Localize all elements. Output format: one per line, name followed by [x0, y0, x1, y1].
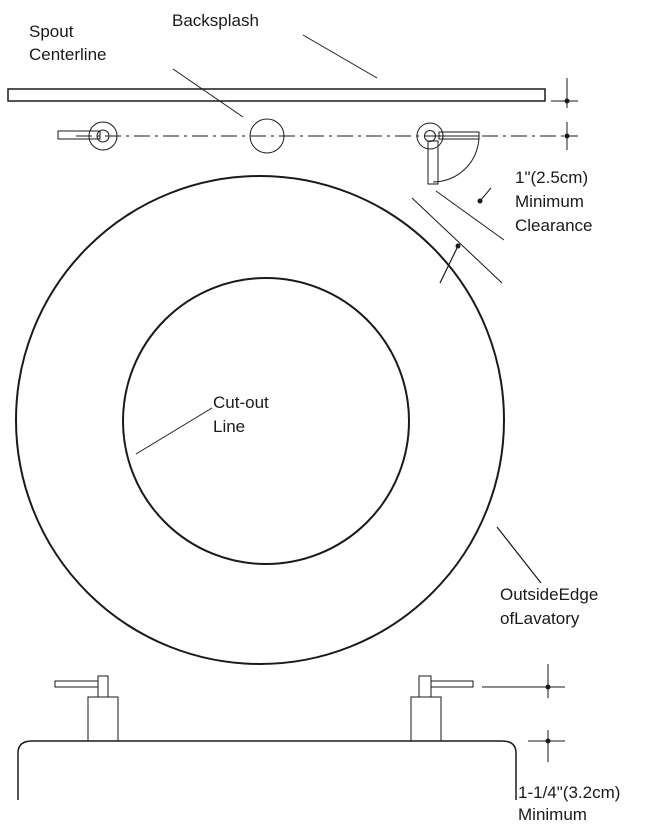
cutout-label-line2: Line [213, 417, 245, 436]
spout-label-line2: Centerline [29, 45, 107, 64]
backsplash-leader [302, 34, 378, 79]
outside-edge-leader [496, 526, 542, 584]
cutout-leader [135, 407, 213, 455]
right-handle-elevation [410, 675, 474, 742]
cutout-line-circle [122, 277, 410, 565]
cutout-label-line1: Cut-out [213, 393, 269, 412]
spout-top-view [249, 118, 285, 154]
lavatory-outside-edge [15, 175, 505, 665]
backsplash-label: Backsplash [172, 11, 259, 30]
right-handle-top-view [416, 122, 480, 185]
spout-dimension-dot [564, 133, 570, 139]
spout-label-line1: Spout [29, 22, 74, 41]
outside-edge-label-line1: OutsideEdge [500, 585, 598, 604]
clearance-label-line3: Clearance [515, 216, 593, 235]
backsplash [7, 88, 546, 102]
clearance-dimension [411, 187, 505, 284]
backsplash-dimension-dot [564, 98, 570, 104]
height-dimension [482, 664, 565, 762]
clearance-label-line1: 1"(2.5cm) [515, 168, 588, 187]
spout-leader [172, 68, 244, 118]
clearance-label-line2: Minimum [515, 192, 584, 211]
countertop-elevation [17, 740, 517, 800]
height-label-line1: 1-1/4"(3.2cm) [518, 783, 620, 802]
left-handle-elevation [54, 675, 119, 742]
height-label-line2: Minimum [518, 805, 587, 823]
outside-edge-label-line2: ofLavatory [500, 609, 580, 628]
left-handle-top-view [57, 121, 118, 151]
